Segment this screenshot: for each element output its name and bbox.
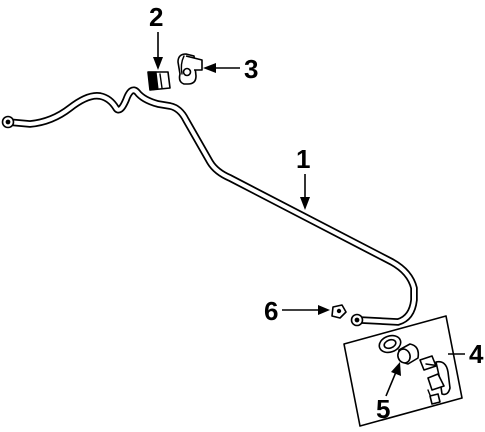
- callout-1-arrow: [300, 197, 310, 210]
- callout-2-arrow: [153, 57, 163, 70]
- callout-4-label: 4: [469, 339, 484, 369]
- callout-6-arrow: [318, 305, 330, 315]
- callout-6: 6: [264, 296, 330, 326]
- callout-6-label: 6: [264, 296, 278, 326]
- callout-5-label: 5: [376, 394, 390, 424]
- stabilizer-bar: [1, 86, 418, 327]
- callout-5: 5: [376, 362, 401, 424]
- link-grommet: [378, 334, 402, 354]
- link-bushing-sleeve: [397, 343, 420, 365]
- bushing-bracket: [177, 53, 203, 85]
- callout-1: 1: [296, 144, 310, 210]
- callout-4: 4: [448, 339, 484, 369]
- callout-3-label: 3: [244, 54, 258, 84]
- link-kit-group: [343, 315, 463, 427]
- callout-2: 2: [149, 2, 163, 70]
- retaining-nut: [331, 304, 347, 319]
- callout-1-label: 1: [296, 144, 310, 174]
- callout-3: 3: [203, 54, 258, 84]
- callout-5-arrow: [391, 362, 401, 376]
- end-link: [419, 355, 451, 405]
- callout-3-arrow: [203, 63, 216, 73]
- callout-2-label: 2: [149, 2, 163, 32]
- bar-bushing: [147, 71, 171, 91]
